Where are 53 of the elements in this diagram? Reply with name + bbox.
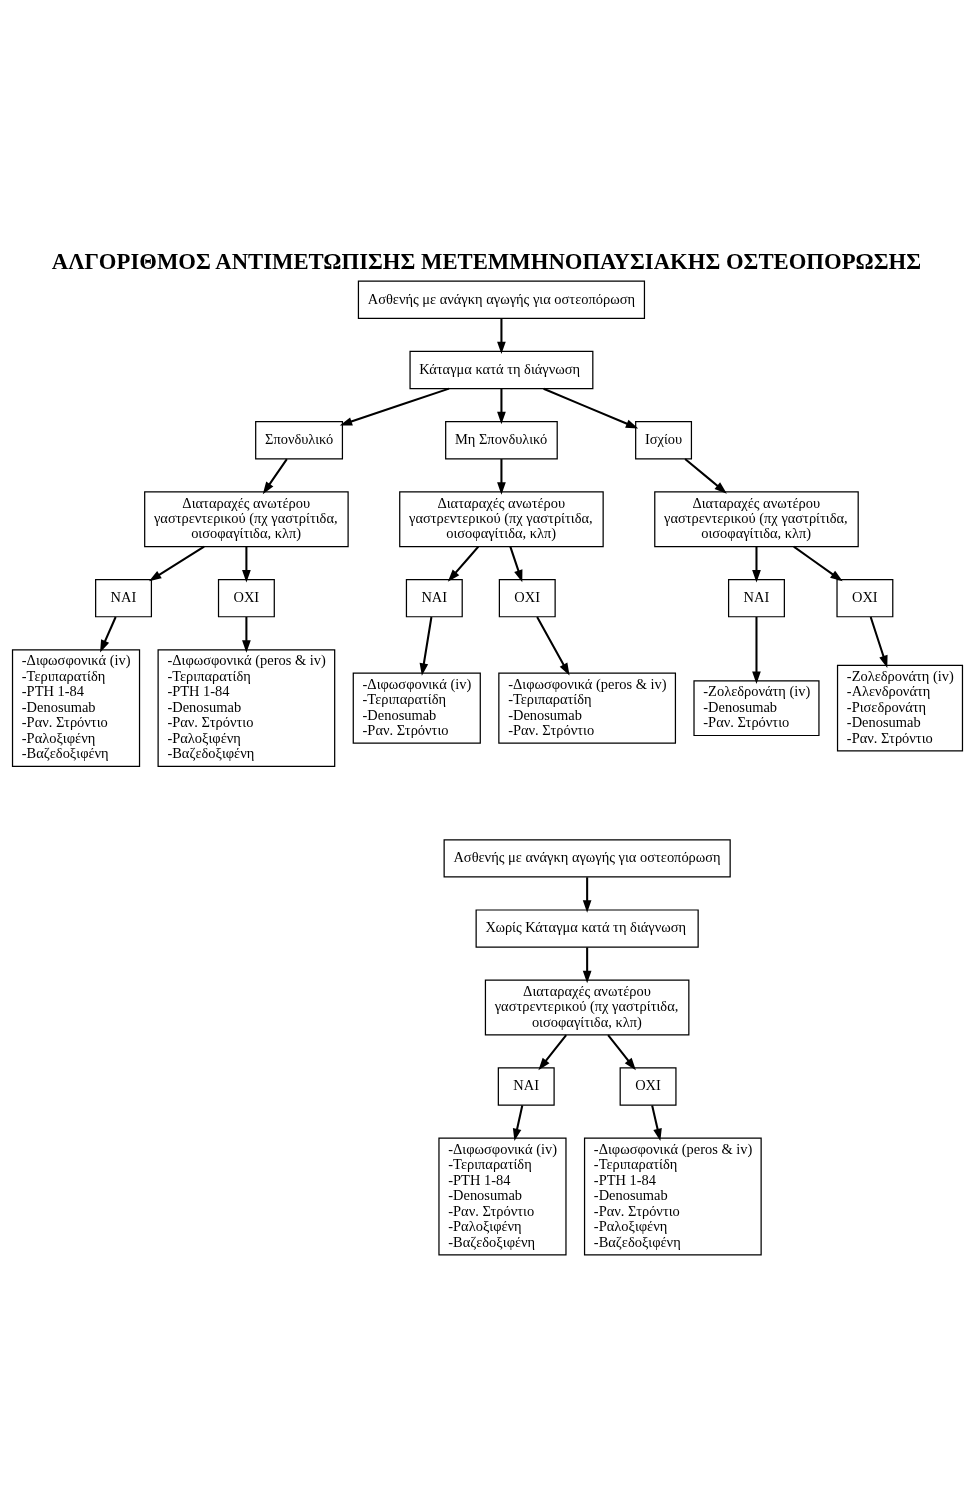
- arrow: [419, 616, 433, 676]
- arrow: [447, 545, 480, 582]
- node-box: Χωρίς Κάταγμα κατά τη διάγνωση: [475, 908, 699, 948]
- arrow: [512, 1104, 524, 1141]
- node-box: -Ζολεδρονάτη (iv) -Denosumab -Ραν. Στρόντιο: [693, 679, 820, 736]
- node-box: Διαταραχές ανωτέρου γαστρεντερικού (πχ γαστρίτιδα, οισοφαγίτιδα, κλπ): [484, 979, 690, 1036]
- node-box: Σπονδυλικό: [255, 420, 344, 459]
- arrow: [607, 1033, 636, 1070]
- arrow: [100, 616, 117, 652]
- node-box: ΟΧΙ: [498, 578, 556, 617]
- arrow: [242, 546, 251, 582]
- node-box: ΟΧΙ: [619, 1066, 677, 1106]
- diagram-title: ΑΛΓΟΡΙΘΜΟΣ ΑΝΤΙΜΕΤΩΠΙΣΗΣ ΜΕΤΕΜΜΗΝΟΠΑΥΣΙΑΚΗΣ ΟΣΤΕΟΠΟΡΩΣΗΣ: [51, 248, 922, 274]
- arrow: [497, 388, 506, 424]
- arrow: [497, 318, 506, 354]
- arrow: [538, 1033, 567, 1070]
- node-box: ΟΧΙ: [217, 578, 275, 617]
- node-box: Μη Σπονδυλικό: [445, 420, 558, 459]
- arrow: [651, 1104, 662, 1141]
- arrow: [582, 876, 592, 913]
- node-box: Ασθενής με ανάγκη αγωγής για οστεοπόρωση: [357, 280, 646, 319]
- arrow: [869, 616, 888, 668]
- arrow: [339, 387, 450, 426]
- node-box: ΝΑΙ: [405, 578, 463, 617]
- node-box: -Διφωσφονικά (peros & iv) -Τεριπαρατίδη -PTH 1-84 -Denosumab -Ραν. Στρόντιο -Ραλοξιφένη -Βαζεδοξιφένη: [583, 1137, 762, 1255]
- node-box: ΟΧΙ: [836, 578, 894, 617]
- arrow: [148, 545, 205, 581]
- arrow: [582, 946, 592, 983]
- arrow: [262, 457, 288, 494]
- arrow: [793, 545, 843, 581]
- node-box: Κάταγμα κατά τη διάγνωση: [409, 350, 594, 389]
- arrow: [497, 458, 506, 495]
- node-box: -Διφωσφονικά (iv) -Τεριπαρατίδη -PTH 1-84 -Denosumab -Ραν. Στρόντιο -Ραλοξιφένη -Βαζεδοξιφένη: [11, 648, 141, 767]
- node-box: Ασθενής με ανάγκη αγωγής για οστεοπόρωση: [443, 838, 731, 878]
- node-box: ΝΑΙ: [497, 1066, 555, 1106]
- node-box: -Ζολεδρονάτη (iv) -Αλενδρονάτη -Ρισεδρονάτη -Denosumab -Ραν. Στρόντιο: [836, 664, 964, 752]
- node-box: Διαταραχές ανωτέρου γαστρεντερικού (πχ γαστρίτιδα, οισοφαγίτιδα, κλπ): [399, 490, 604, 547]
- node-box: Διαταραχές ανωτέρου γαστρεντερικού (πχ γαστρίτιδα, οισοφαγίτιδα, κλπ): [144, 490, 349, 547]
- node-box: -Διφωσφονικά (peros & iv) -Τεριπαρατίδη -PTH 1-84 -Denosumab -Ραν. Στρόντιο -Ραλοξιφένη -Βαζεδοξιφένη: [157, 648, 336, 767]
- arrow: [509, 545, 523, 582]
- arrow: [536, 616, 570, 675]
- node-box: ΝΑΙ: [728, 578, 785, 617]
- arrow: [752, 546, 761, 582]
- node-box: -Διφωσφονικά (iv) -Τεριπαρατίδη -PTH 1-84 -Denosumab -Ραν. Στρόντιο -Ραλοξιφένη -Βαζεδοξιφένη: [438, 1137, 567, 1255]
- node-box: Ισχίου: [635, 420, 693, 459]
- arrow: [242, 616, 251, 653]
- node-box: -Διφωσφονικά (iv) -Τεριπαρατίδη -Denosumab -Ραν. Στρόντιο: [352, 671, 481, 744]
- arrow: [543, 387, 639, 428]
- node-box: ΝΑΙ: [95, 578, 152, 617]
- arrow: [752, 616, 761, 684]
- node-box: -Διφωσφονικά (peros & iv) -Τεριπαρατίδη -Denosumab -Ραν. Στρόντιο: [498, 671, 677, 744]
- arrow: [684, 457, 727, 494]
- node-box: Διαταραχές ανωτέρου γαστρεντερικού (πχ γαστρίτιδα, οισοφαγίτιδα, κλπ): [654, 490, 859, 547]
